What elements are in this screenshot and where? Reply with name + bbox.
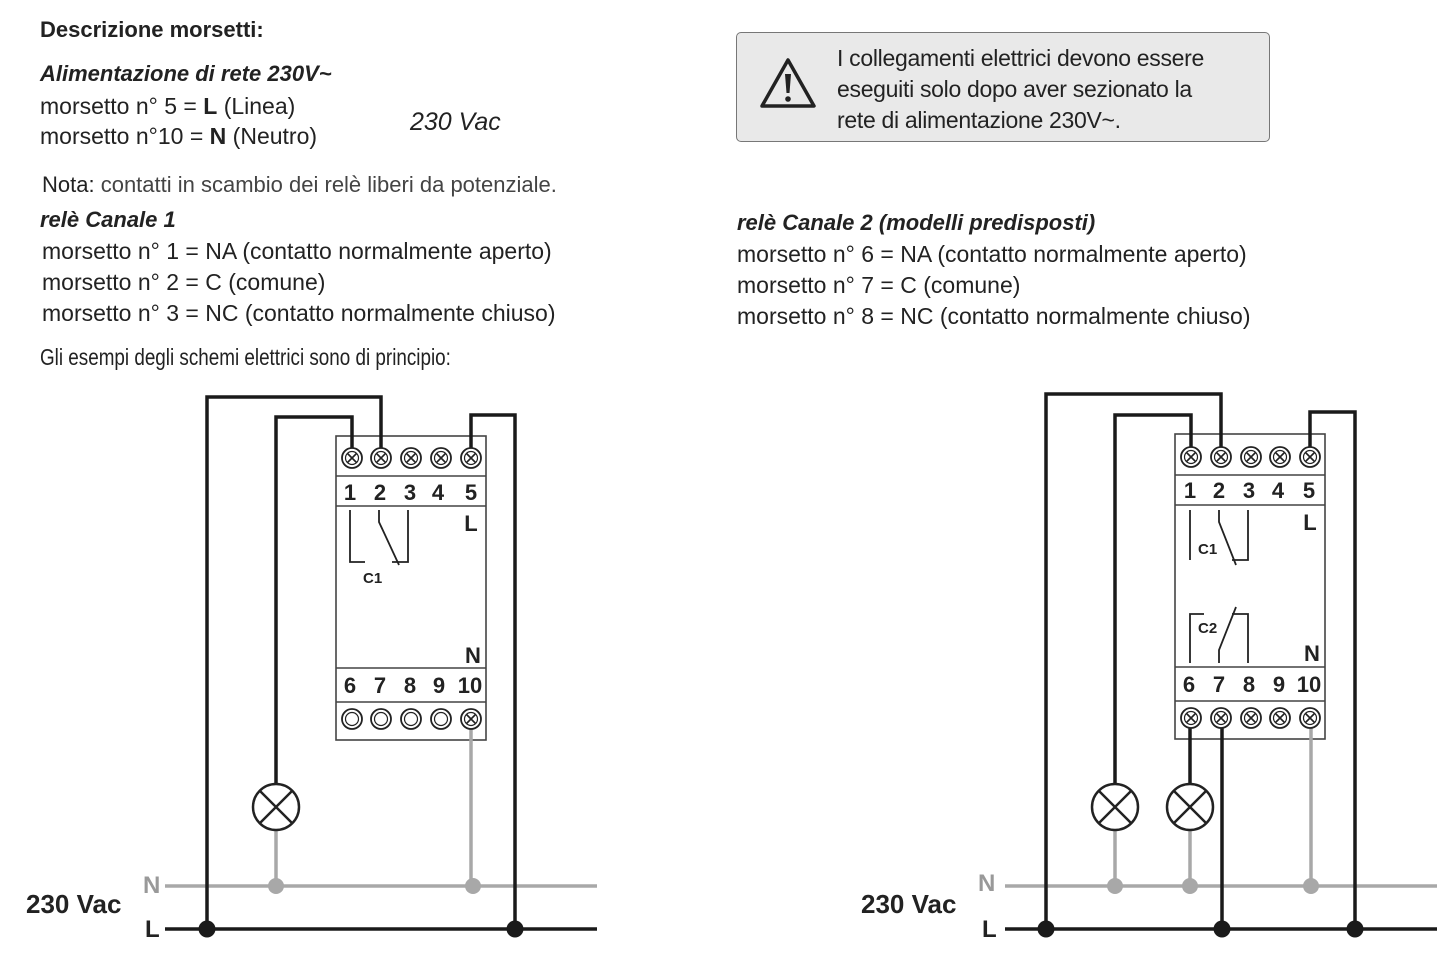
supply-voltage: 230 Vac: [410, 108, 501, 136]
terminal-7-label: 7: [374, 673, 386, 698]
lamp-2b: [1165, 782, 1215, 832]
warning-box: I collegamenti elettrici devono essere e…: [736, 32, 1270, 142]
terminal-3-label: 3: [404, 480, 416, 505]
terminal-N-label: N: [465, 643, 481, 668]
wire-terminal-1-to-lamp-1: [1113, 413, 1193, 785]
supply-line-5: morsetto n° 5 = L (Linea): [40, 93, 296, 119]
supply-line-10: morsetto n°10 = N (Neutro): [40, 123, 318, 149]
contact-c2-label: C2: [1198, 620, 1217, 637]
ch1-heading: relè Canale 1: [40, 207, 176, 232]
line-label-1: L: [145, 916, 160, 943]
terminal-9-label: 9: [433, 673, 445, 698]
diagram-channel-1: 1 2 3 4 5 L N 6 7 8 9 10 C1 N L 230 Vac: [26, 395, 597, 943]
terminal-2-label-b: 2: [1213, 478, 1225, 503]
ch2-line-6: morsetto n° 6 = NA (contatto normalmente…: [737, 241, 1247, 267]
terminal-10-label: 10: [458, 673, 482, 698]
terminal-L-label: L: [464, 511, 477, 536]
wire-line-to-terminal-5: [469, 413, 517, 929]
terminal-1-label: 1: [344, 480, 356, 505]
contact-c1-label-b: C1: [1198, 541, 1217, 558]
lamp-1: [251, 782, 301, 832]
supply-heading: Alimentazione di rete 230V~: [40, 61, 332, 86]
relay-device-2: [1174, 433, 1326, 740]
terminal-4-label: 4: [432, 480, 445, 505]
terminal-10-label-b: 10: [1297, 672, 1321, 697]
terminal-5-label-b: 5: [1303, 478, 1315, 503]
schemes-note: Gli esempi degli schemi elettrici sono d…: [40, 344, 451, 370]
supply-label-1: 230 Vac: [26, 889, 121, 919]
wire-line-to-terminal-2: [205, 395, 383, 929]
terminal-6-label-b: 6: [1183, 672, 1195, 697]
contact-c1-label: C1: [363, 570, 382, 587]
supply-label-2: 230 Vac: [861, 889, 956, 919]
lamp-2a: [1090, 782, 1140, 832]
neutral-label-1: N: [143, 872, 160, 899]
terminals-title: Descrizione morsetti:: [40, 17, 264, 42]
line-label-2: L: [982, 916, 997, 943]
terminal-9-label-b: 9: [1273, 672, 1285, 697]
ch1-line-2: morsetto n° 2 = C (comune): [42, 269, 326, 295]
terminal-N-label-b: N: [1304, 641, 1320, 666]
wire-line-to-terminal-5b: [1308, 410, 1357, 929]
terminal-7-label-b: 7: [1213, 672, 1225, 697]
terminal-3-label-b: 3: [1243, 478, 1255, 503]
warning-text: I collegamenti elettrici devono essere e…: [837, 45, 1205, 133]
ch1-line-3: morsetto n° 3 = NC (contatto normalmente…: [42, 300, 556, 326]
terminal-4-label-b: 4: [1272, 478, 1285, 503]
ch1-line-1: morsetto n° 1 = NA (contatto normalmente…: [42, 238, 552, 264]
ch2-heading: relè Canale 2 (modelli predisposti): [737, 210, 1096, 235]
terminal-5-label: 5: [465, 480, 477, 505]
wire-line-to-terminal-2b: [1044, 392, 1223, 929]
ch2-line-8: morsetto n° 8 = NC (contatto normalmente…: [737, 303, 1251, 329]
terminal-6-label: 6: [344, 673, 356, 698]
terminal-2-label: 2: [374, 480, 386, 505]
neutral-label-2: N: [978, 870, 995, 897]
wire-terminal-1-to-lamp: [274, 415, 354, 785]
terminal-L-label-b: L: [1303, 510, 1316, 535]
relay-device-1: [335, 435, 487, 741]
ch2-line-7: morsetto n° 7 = C (comune): [737, 272, 1021, 298]
terminal-8-label: 8: [404, 673, 416, 698]
terminal-8-label-b: 8: [1243, 672, 1255, 697]
terminal-1-label-b: 1: [1184, 478, 1196, 503]
note: Nota: contatti in scambio dei relè liber…: [42, 172, 557, 197]
warning-triangle-icon: [760, 58, 816, 108]
diagram-channel-2: 1 2 3 4 5 L N 6 7 8 9 10 C1 C2 N L 230 V…: [861, 392, 1437, 943]
